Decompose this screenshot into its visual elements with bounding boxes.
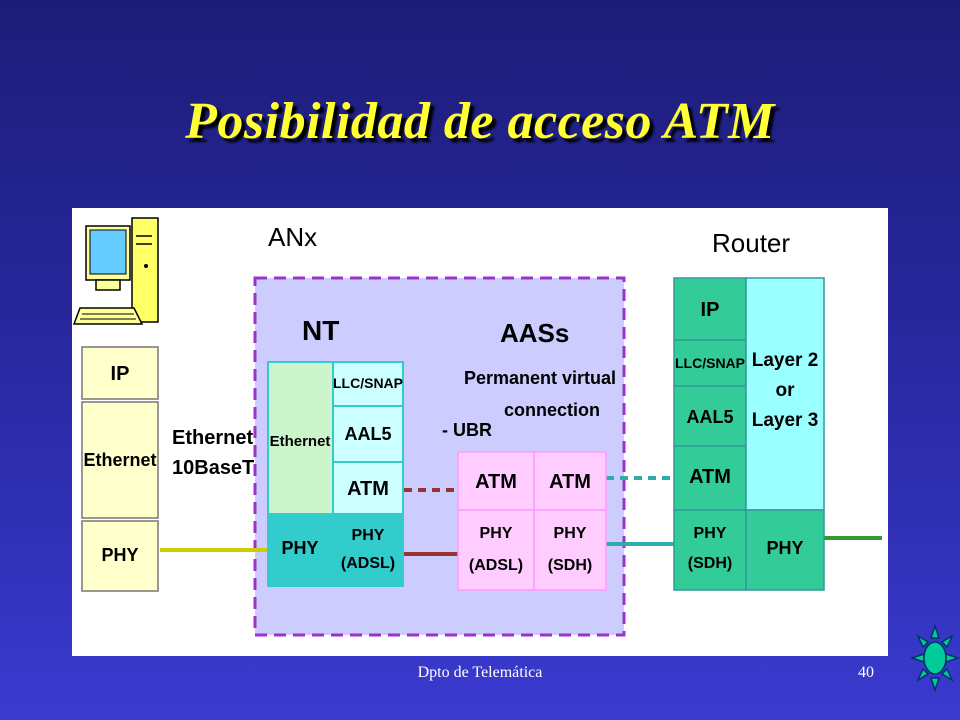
nt-phy-label: PHY (281, 538, 318, 558)
nt-atm-layer (332, 461, 404, 515)
aas-phy-adsl-label-2: (ADSL) (469, 557, 523, 574)
pc-ip-layer (81, 346, 159, 400)
router-layer-label-2: or (776, 380, 796, 401)
ubr-label: - UBR (442, 420, 492, 440)
pvc-label-line1: Permanent virtual (464, 368, 616, 388)
router-phy-label: PHY (766, 538, 803, 558)
router-aal5-layer (673, 385, 747, 447)
slide-title: Posibilidad de acceso ATM (185, 93, 775, 150)
computer-icon (72, 217, 159, 325)
nt-ethernet-layer (267, 361, 334, 515)
pc-ip-label: IP (111, 363, 130, 385)
router-aal5-label: AAL5 (686, 407, 733, 427)
aas-phy-sdh-label-1: PHY (554, 525, 587, 542)
aas-phy-adsl-layer (457, 509, 535, 591)
navigation-sun-icon[interactable] (910, 624, 960, 692)
nt-llc-layer (332, 361, 404, 407)
nt-phy-layer (267, 513, 334, 587)
anx-label: ANx (268, 222, 317, 252)
footer-department: Dpto de Telemática (417, 664, 543, 681)
router-ip-label: IP (701, 299, 720, 321)
pc-ethernet-label: Ethernet (83, 450, 156, 470)
aas-atm-left-label: ATM (475, 471, 517, 493)
nt-phy-adsl-layer (332, 513, 404, 587)
pc-ethernet-layer (81, 401, 159, 519)
router-label: Router (712, 228, 790, 258)
router-llc-label: LLC/SNAP (675, 355, 745, 371)
router-layer-box (745, 277, 825, 511)
diagram-canvas: IP Ethernet PHY ANx Router NT AASs Perma… (72, 217, 882, 637)
protocol-stack-diagram: IP Ethernet PHY ANx Router NT AASs Perma… (72, 208, 888, 656)
router-layer-label-3: Layer 3 (752, 410, 819, 431)
aas-atm-left-layer (457, 451, 535, 511)
nt-phy-adsl-label-2: (ADSL) (341, 555, 395, 572)
router-llc-layer (673, 339, 747, 387)
link-label-line2: 10BaseT (172, 457, 254, 479)
nt-aal5-label: AAL5 (344, 424, 391, 444)
router-phy-layer (745, 509, 825, 591)
aas-atm-right-label: ATM (549, 471, 591, 493)
router-phy-sdh-layer (673, 509, 747, 591)
router-phy-sdh-label-1: PHY (694, 525, 727, 542)
nt-llc-label: LLC/SNAP (333, 375, 403, 391)
pc-phy-label: PHY (101, 545, 138, 565)
page-number: 40 (858, 664, 874, 681)
aas-phy-adsl-label-1: PHY (480, 525, 513, 542)
aas-phy-sdh-layer (533, 509, 607, 591)
nt-ethernet-label: Ethernet (270, 433, 331, 450)
aass-label: AASs (500, 318, 569, 348)
router-phy-sdh-label-2: (SDH) (688, 555, 732, 572)
aas-phy-sdh-label-2: (SDH) (548, 557, 592, 574)
nt-atm-label: ATM (347, 478, 389, 500)
router-atm-layer (673, 445, 747, 511)
link-label-line1: Ethernet (172, 427, 253, 449)
router-atm-label: ATM (689, 466, 731, 488)
nt-phy-adsl-label-1: PHY (352, 527, 385, 544)
router-layer-label-1: Layer 2 (752, 350, 819, 371)
pvc-label-line2: connection (504, 400, 600, 420)
nt-label: NT (302, 315, 339, 346)
pc-phy-layer (81, 520, 159, 592)
